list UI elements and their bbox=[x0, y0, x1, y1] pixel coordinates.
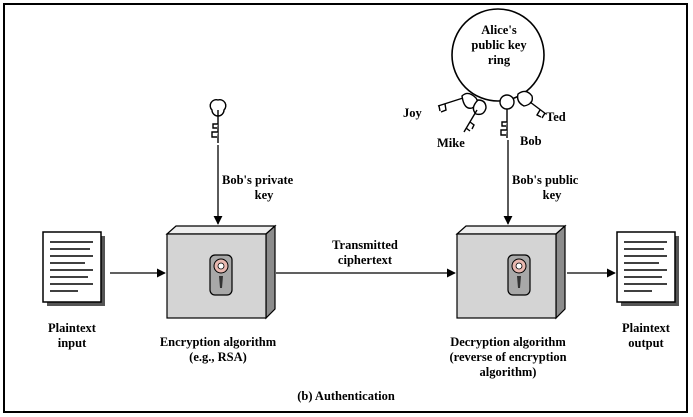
figure-caption: (b) Authentication bbox=[297, 389, 395, 403]
key-joy-icon bbox=[437, 92, 479, 113]
key-label-mike: Mike bbox=[437, 136, 465, 150]
lock-icon bbox=[507, 254, 531, 296]
key-ted-icon bbox=[516, 90, 547, 119]
lock-icon bbox=[209, 254, 233, 296]
key-label-ted: Ted bbox=[546, 110, 566, 124]
key-bob-icon bbox=[499, 94, 515, 138]
key-ring-icon bbox=[451, 8, 545, 102]
decryption-algorithm-label: Decryption algorithm(reverse of encrypti… bbox=[449, 335, 567, 379]
plaintext-input-document bbox=[42, 231, 105, 306]
private-key-icon bbox=[209, 99, 227, 143]
key-label-bob: Bob bbox=[520, 134, 542, 148]
key-label-joy: Joy bbox=[403, 106, 422, 120]
figure-frame bbox=[3, 3, 688, 413]
encryption-algorithm-box bbox=[165, 224, 277, 320]
encryption-algorithm-label: Encryption algorithm(e.g., RSA) bbox=[159, 335, 277, 364]
plaintext-output-document bbox=[616, 231, 679, 306]
decryption-algorithm-box bbox=[455, 224, 567, 320]
key-mike-icon bbox=[463, 99, 487, 133]
